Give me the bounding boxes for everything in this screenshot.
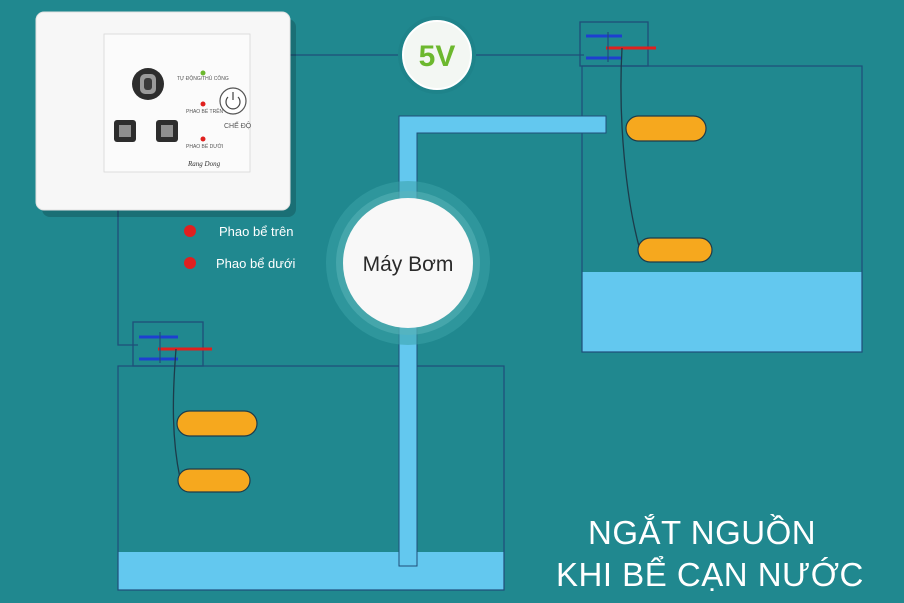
- wire-controller-to-lower-switch: [117, 205, 138, 346]
- indicator-upper-float-label: PHAO BỂ TRÊN: [186, 107, 224, 115]
- voltage-label: 5V: [419, 40, 456, 73]
- upper-float-bottom: [637, 237, 713, 263]
- wiring: [117, 54, 584, 346]
- lower-tank: [117, 321, 505, 591]
- lower-float-top: [176, 410, 258, 437]
- legend-dot-upper: [184, 225, 196, 237]
- upper-float-top: [625, 115, 707, 142]
- caption-line-1: NGẮT NGUỒN: [588, 514, 817, 551]
- pump-circle: [343, 198, 473, 328]
- legend-label-upper-float: Phao bể trên: [219, 224, 294, 239]
- upper-float-wire: [620, 47, 641, 251]
- voltage-badge-circle: [402, 20, 472, 90]
- upper-tank: [579, 21, 863, 353]
- pump: Máy Bơm: [326, 181, 490, 345]
- lower-float-wire: [172, 348, 181, 479]
- pipe-body: [398, 115, 607, 567]
- pump-label: Máy Bơm: [363, 253, 454, 276]
- upper-float-switch-box: [579, 21, 649, 67]
- upper-tank-outline: [581, 65, 863, 353]
- indicator-upper-float-led: [200, 101, 206, 107]
- lower-tank-water: [118, 552, 504, 590]
- controller-device: TỰ ĐỘNG/THỦ CÔNG PHAO BỂ TRÊN PHAO BỂ DƯ…: [35, 11, 296, 217]
- lower-tank-outline: [117, 365, 505, 591]
- voltage-badge: 5V: [398, 16, 476, 94]
- universal-socket-icon: [114, 68, 178, 142]
- indicator-lower-float-label: PHAO BỂ DƯỚI: [186, 143, 223, 150]
- legend-dot-lower: [184, 257, 196, 269]
- upper-tank-water: [582, 272, 862, 352]
- water-pipe: [398, 115, 607, 567]
- legend-label-lower-float: Phao bể dưới: [216, 256, 296, 271]
- indicator-auto-manual-led: [200, 70, 206, 76]
- lower-float-bottom: [177, 468, 251, 493]
- controller-brand: Rang Dong: [187, 160, 221, 168]
- lower-float-switch-box: [132, 321, 204, 367]
- caption-line-2: KHI BỂ CẠN NƯỚC: [556, 556, 864, 593]
- indicator-auto-manual-label: TỰ ĐỘNG/THỦ CÔNG: [177, 75, 229, 82]
- power-icon: [219, 87, 247, 115]
- indicator-lower-float-led: [200, 136, 206, 142]
- mode-button-label: CHẾ ĐỘ: [224, 120, 252, 130]
